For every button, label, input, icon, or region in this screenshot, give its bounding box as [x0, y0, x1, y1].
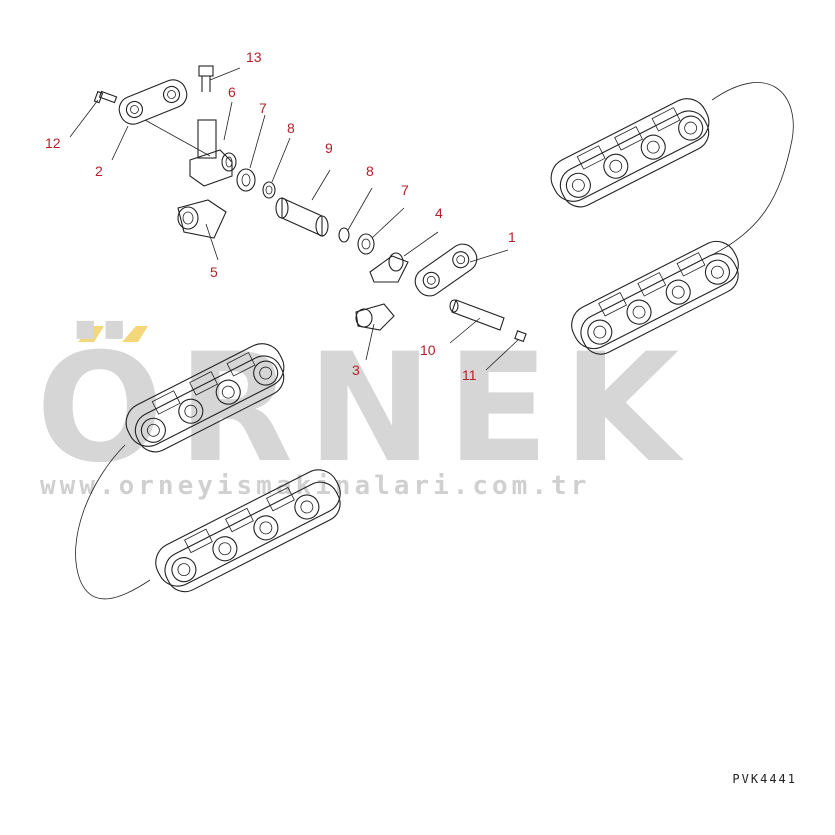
part-7-seal-upper — [236, 168, 256, 192]
watermark-accent-right — [122, 326, 148, 342]
callout-13: 13 — [246, 49, 262, 65]
callout-11: 11 — [462, 367, 477, 383]
watermark-logo: ÖRNEK — [36, 320, 693, 496]
part-9-bushing — [275, 197, 329, 237]
callout-6: 6 — [228, 84, 236, 100]
part-7-seal-lower — [357, 233, 375, 255]
callout-8-lower: 8 — [366, 163, 374, 179]
part-5-master-link-half — [177, 199, 227, 239]
track-chain-upper-right — [550, 82, 794, 355]
callout-9: 9 — [325, 140, 333, 156]
callout-5: 5 — [210, 264, 218, 280]
part-13-bolt — [198, 65, 214, 92]
leader-lines — [69, 67, 519, 371]
callout-7-lower: 7 — [401, 182, 409, 198]
callout-10: 10 — [420, 342, 436, 358]
callout-12: 12 — [45, 135, 61, 151]
drawing-code: PVK4441 — [732, 772, 797, 786]
part-2-link — [118, 79, 188, 125]
part-10-pin — [449, 299, 505, 331]
part-8-ring-lower — [338, 227, 350, 243]
callout-labels: 13 6 7 8 9 12 2 8 7 4 1 5 10 3 11 — [45, 49, 516, 383]
watermark-accent-left — [78, 326, 104, 342]
callout-4: 4 — [435, 205, 443, 221]
part-4-master-link-half — [369, 252, 409, 283]
callout-1: 1 — [508, 229, 516, 245]
callout-7-upper: 7 — [259, 100, 267, 116]
part-8-ring-upper — [262, 181, 276, 199]
watermark: ÖRNEK www.orneyismakinalari.com.tr — [36, 320, 693, 501]
part-6-bushing-assembly — [144, 119, 237, 187]
part-1-link — [414, 243, 478, 297]
callout-8-upper: 8 — [287, 120, 295, 136]
part-12-bolt — [93, 90, 118, 104]
callout-3: 3 — [352, 362, 360, 378]
watermark-url: www.orneyismakinalari.com.tr — [40, 471, 590, 501]
track-chain-lower-left — [75, 343, 341, 600]
part-3-master-link-half — [355, 303, 395, 331]
callout-2: 2 — [95, 163, 103, 179]
part-11-spacer — [514, 330, 527, 343]
